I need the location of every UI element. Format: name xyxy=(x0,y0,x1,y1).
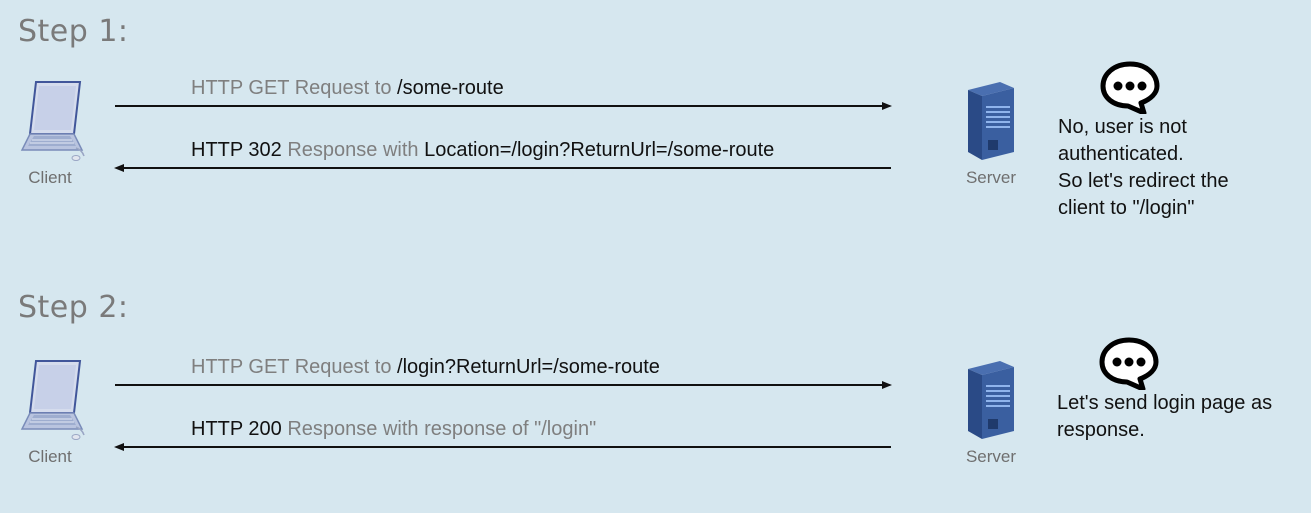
response-code: HTTP 200 xyxy=(191,418,282,440)
server-note-2: Let's send login page as response. xyxy=(1057,390,1272,444)
server-icon xyxy=(968,361,1014,439)
note-line: No, user is not xyxy=(1058,116,1187,138)
response-middle: Response with response of "/login" xyxy=(287,418,597,440)
request-prefix: HTTP GET Request to xyxy=(191,77,392,99)
server-node-1: Server xyxy=(946,80,1036,188)
response-label-2: HTTP 200 Response with response of "/log… xyxy=(191,417,596,441)
request-route: /login?ReturnUrl=/some-route xyxy=(397,356,660,378)
client-label: Client xyxy=(28,447,72,466)
speech-bubble-icon xyxy=(1100,61,1160,114)
request-arrow-1 xyxy=(115,102,892,110)
response-detail: Location=/login?ReturnUrl=/some-route xyxy=(424,139,775,161)
server-label: Server xyxy=(965,168,1017,187)
note-line: Let's send login page as xyxy=(1057,392,1273,414)
request-label-1: HTTP GET Request to /some-route xyxy=(191,76,504,100)
note-line: client to "/login" xyxy=(1058,197,1195,219)
server-note-1: No, user is not authenticated. So let's … xyxy=(1058,114,1229,222)
note-line: response. xyxy=(1057,419,1145,441)
note-line: So let's redirect the xyxy=(1058,170,1229,192)
server-icon xyxy=(968,82,1014,160)
server-label: Server xyxy=(965,447,1017,466)
speech-bubble-icon xyxy=(1099,337,1159,390)
response-arrow-1 xyxy=(114,164,891,172)
request-prefix: HTTP GET Request to xyxy=(191,356,392,378)
request-label-2: HTTP GET Request to /login?ReturnUrl=/so… xyxy=(191,355,660,379)
response-arrow-2 xyxy=(114,443,891,451)
client-node-1: Client xyxy=(5,78,95,188)
laptop-icon xyxy=(20,81,85,161)
client-node-2: Client xyxy=(5,357,95,467)
step-2-title: Step 2: xyxy=(18,290,129,325)
request-route: /some-route xyxy=(397,77,504,99)
server-node-2: Server xyxy=(946,359,1036,467)
note-line: authenticated. xyxy=(1058,143,1184,165)
response-label-1: HTTP 302 Response with Location=/login?R… xyxy=(191,138,774,162)
request-arrow-2 xyxy=(115,381,892,389)
response-middle: Response with xyxy=(287,139,419,161)
client-label: Client xyxy=(28,168,72,187)
step-1-title: Step 1: xyxy=(18,14,129,49)
response-code: HTTP 302 xyxy=(191,139,282,161)
laptop-icon xyxy=(20,360,85,440)
